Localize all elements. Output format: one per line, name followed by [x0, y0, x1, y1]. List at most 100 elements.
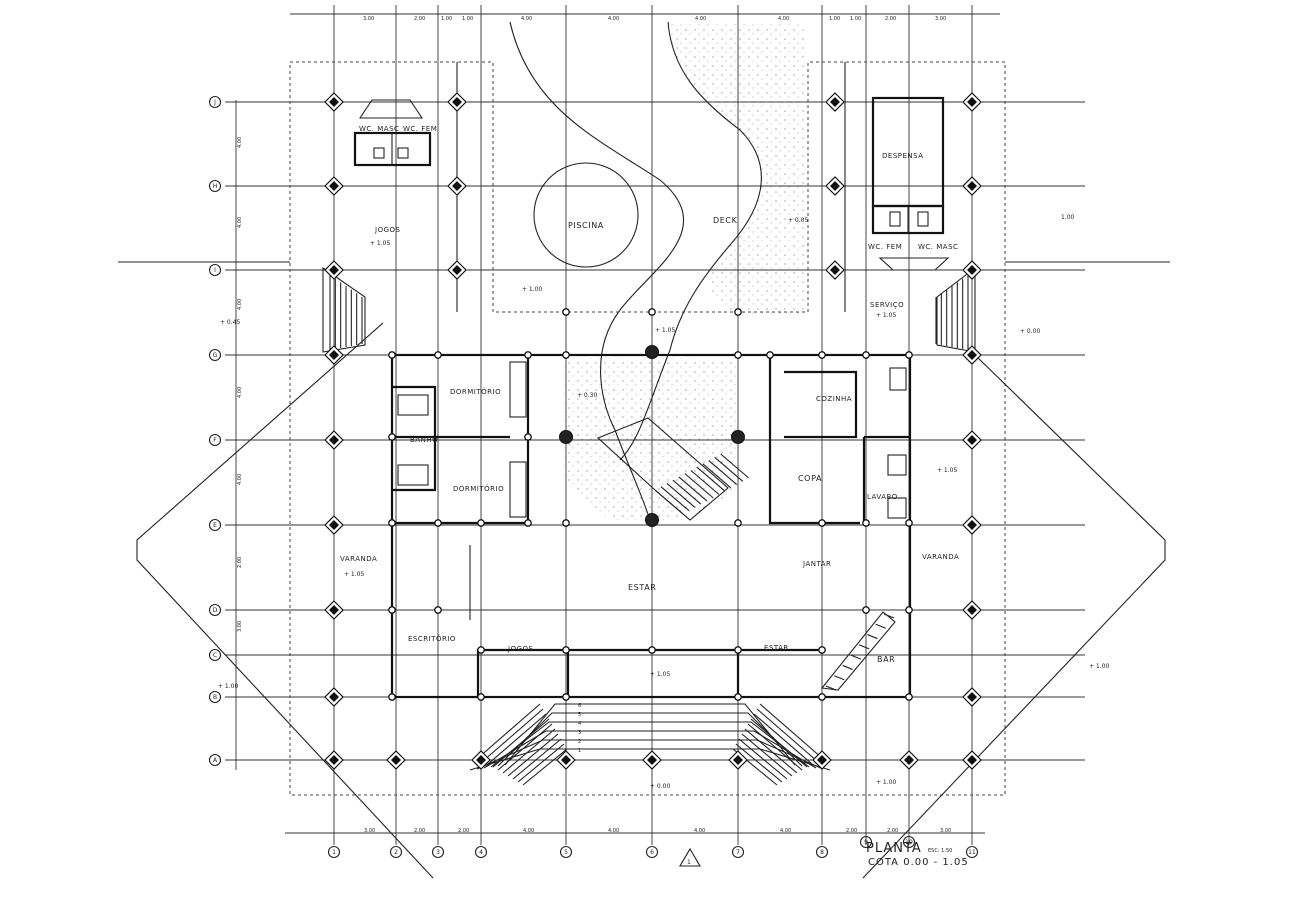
atrium-step-7 — [696, 466, 726, 492]
col-bubble-6 — [645, 845, 659, 859]
column-15 — [524, 519, 532, 527]
front-stair-hatch-r-0 — [759, 703, 823, 759]
dim-left-6: 3.00 — [237, 621, 243, 632]
dim-top-6: 4.00 — [695, 16, 706, 22]
dim-bottom-8: 2.00 — [887, 828, 898, 834]
atrium-step-9 — [708, 460, 738, 485]
dim-bottom-4: 4.00 — [608, 828, 619, 834]
pillar-marker-7 — [825, 176, 845, 196]
pillar-marker-0 — [324, 92, 344, 112]
level-right-far: 1.00 — [1061, 214, 1075, 221]
pillar-marker-4 — [447, 176, 467, 196]
dim-bottom-6: 4.00 — [780, 828, 791, 834]
row-bubble-label-I: I — [214, 267, 216, 274]
label-jogos-bottom: JOGOS — [507, 645, 534, 653]
stair-num-5: 5 — [578, 712, 581, 718]
col-bubble-label-1: 1 — [332, 849, 336, 856]
column-26 — [388, 693, 396, 701]
label-estar-main: ESTAR — [628, 583, 656, 592]
level-front-right: + 1.00 — [876, 779, 896, 786]
front-stair-hatch-r-7 — [738, 738, 788, 780]
level-estar: + 1.05 — [650, 671, 670, 678]
front-stair-hatch-l-3 — [492, 718, 550, 768]
left-pavilion — [353, 99, 432, 167]
label-cozinha: COZINHA — [816, 395, 852, 403]
room-labels: WC. MASC WC. FEM JOGOS PISCINA DECK DESP… — [340, 125, 959, 664]
atrium-step-2 — [666, 483, 696, 508]
label-wc-fem-right: WC. FEM — [868, 243, 902, 251]
dim-left-5: 2.00 — [237, 557, 243, 568]
bar-ramp — [820, 611, 896, 691]
front-stair-hatch-l-7 — [512, 738, 562, 780]
label-jantar: JANTAR — [802, 560, 831, 568]
dim-top-0: 3.00 — [363, 16, 374, 22]
column-27 — [477, 693, 485, 701]
level-bar-right: + 1.00 — [1089, 663, 1109, 670]
dim-bottom-2: 2.00 — [458, 828, 469, 834]
level-left-low: + 1.00 — [218, 683, 238, 690]
atrium-step-5 — [684, 473, 714, 499]
pillar-marker-22 — [962, 687, 982, 707]
dim-bottom-1: 2.00 — [414, 828, 425, 834]
column-29 — [734, 693, 742, 701]
label-bar: BAR — [877, 655, 895, 664]
title-block: PLANTA ESC: 1:50 COTA 0.00 - 1.05 — [866, 841, 968, 868]
atrium-step-8 — [702, 463, 732, 489]
front-stair-hatch-l-1 — [482, 708, 544, 762]
row-bubble-label-D: D — [213, 607, 218, 614]
pillar-marker-5 — [447, 260, 467, 280]
atrium-step-0 — [654, 489, 684, 515]
col-bubble-label-6: 6 — [650, 849, 654, 856]
front-stair-hatch-r-8 — [735, 743, 783, 783]
col-bubble-4 — [474, 845, 488, 859]
row-bubble-label-J: J — [213, 99, 216, 106]
column-31 — [905, 693, 913, 701]
pillar-marker-16 — [324, 687, 344, 707]
row-bubble-label-A: A — [213, 757, 218, 764]
main-column-2 — [645, 345, 659, 359]
front-stair-hatch-l-9 — [522, 748, 568, 786]
column-12 — [388, 519, 396, 527]
column-35 — [734, 646, 742, 654]
pillar-marker-11 — [962, 260, 982, 280]
col-bubble-label-3: 3 — [436, 849, 440, 856]
col-bubble-label-10: 10 — [905, 839, 913, 846]
column-5 — [734, 351, 742, 359]
stair-num-2: 2 — [578, 739, 581, 745]
row-bubble-label-B: B — [213, 694, 217, 701]
pillar-marker-18 — [962, 345, 982, 365]
column-13 — [434, 519, 442, 527]
level-patio: + 1.05 — [655, 327, 675, 334]
level-deck: + 0.05 — [788, 217, 808, 224]
pillar-marker-28 — [728, 750, 748, 770]
bar-ramp-line-6 — [875, 623, 886, 629]
dim-top-5: 4.00 — [608, 16, 619, 22]
column-14 — [477, 519, 485, 527]
col-bubble-2 — [389, 845, 403, 859]
column-30 — [818, 693, 826, 701]
pillar-marker-13 — [324, 430, 344, 450]
pillar-marker-6 — [825, 92, 845, 112]
dim-left-0: 4.00 — [237, 137, 243, 148]
col-bubble-11 — [965, 845, 979, 859]
front-stair-hatch-r-5 — [744, 728, 798, 774]
pillar-marker-17 — [324, 750, 344, 770]
dimension-left: 4.004.004.004.004.002.003.00 — [237, 137, 243, 632]
column-32 — [477, 646, 485, 654]
dim-top-1: 2.00 — [414, 16, 425, 22]
row-bubble-E — [208, 518, 222, 532]
col-bubble-1 — [327, 845, 341, 859]
column-38 — [648, 308, 656, 316]
row-bubble-H — [208, 179, 222, 193]
col-bubble-5 — [559, 845, 573, 859]
column-36 — [818, 646, 826, 654]
pillar-marker-10 — [962, 176, 982, 196]
dim-bottom-9: 3.00 — [940, 828, 951, 834]
front-stair-hatch-l-5 — [502, 728, 556, 774]
level-servico: + 1.05 — [876, 312, 896, 319]
column-10 — [388, 433, 396, 441]
